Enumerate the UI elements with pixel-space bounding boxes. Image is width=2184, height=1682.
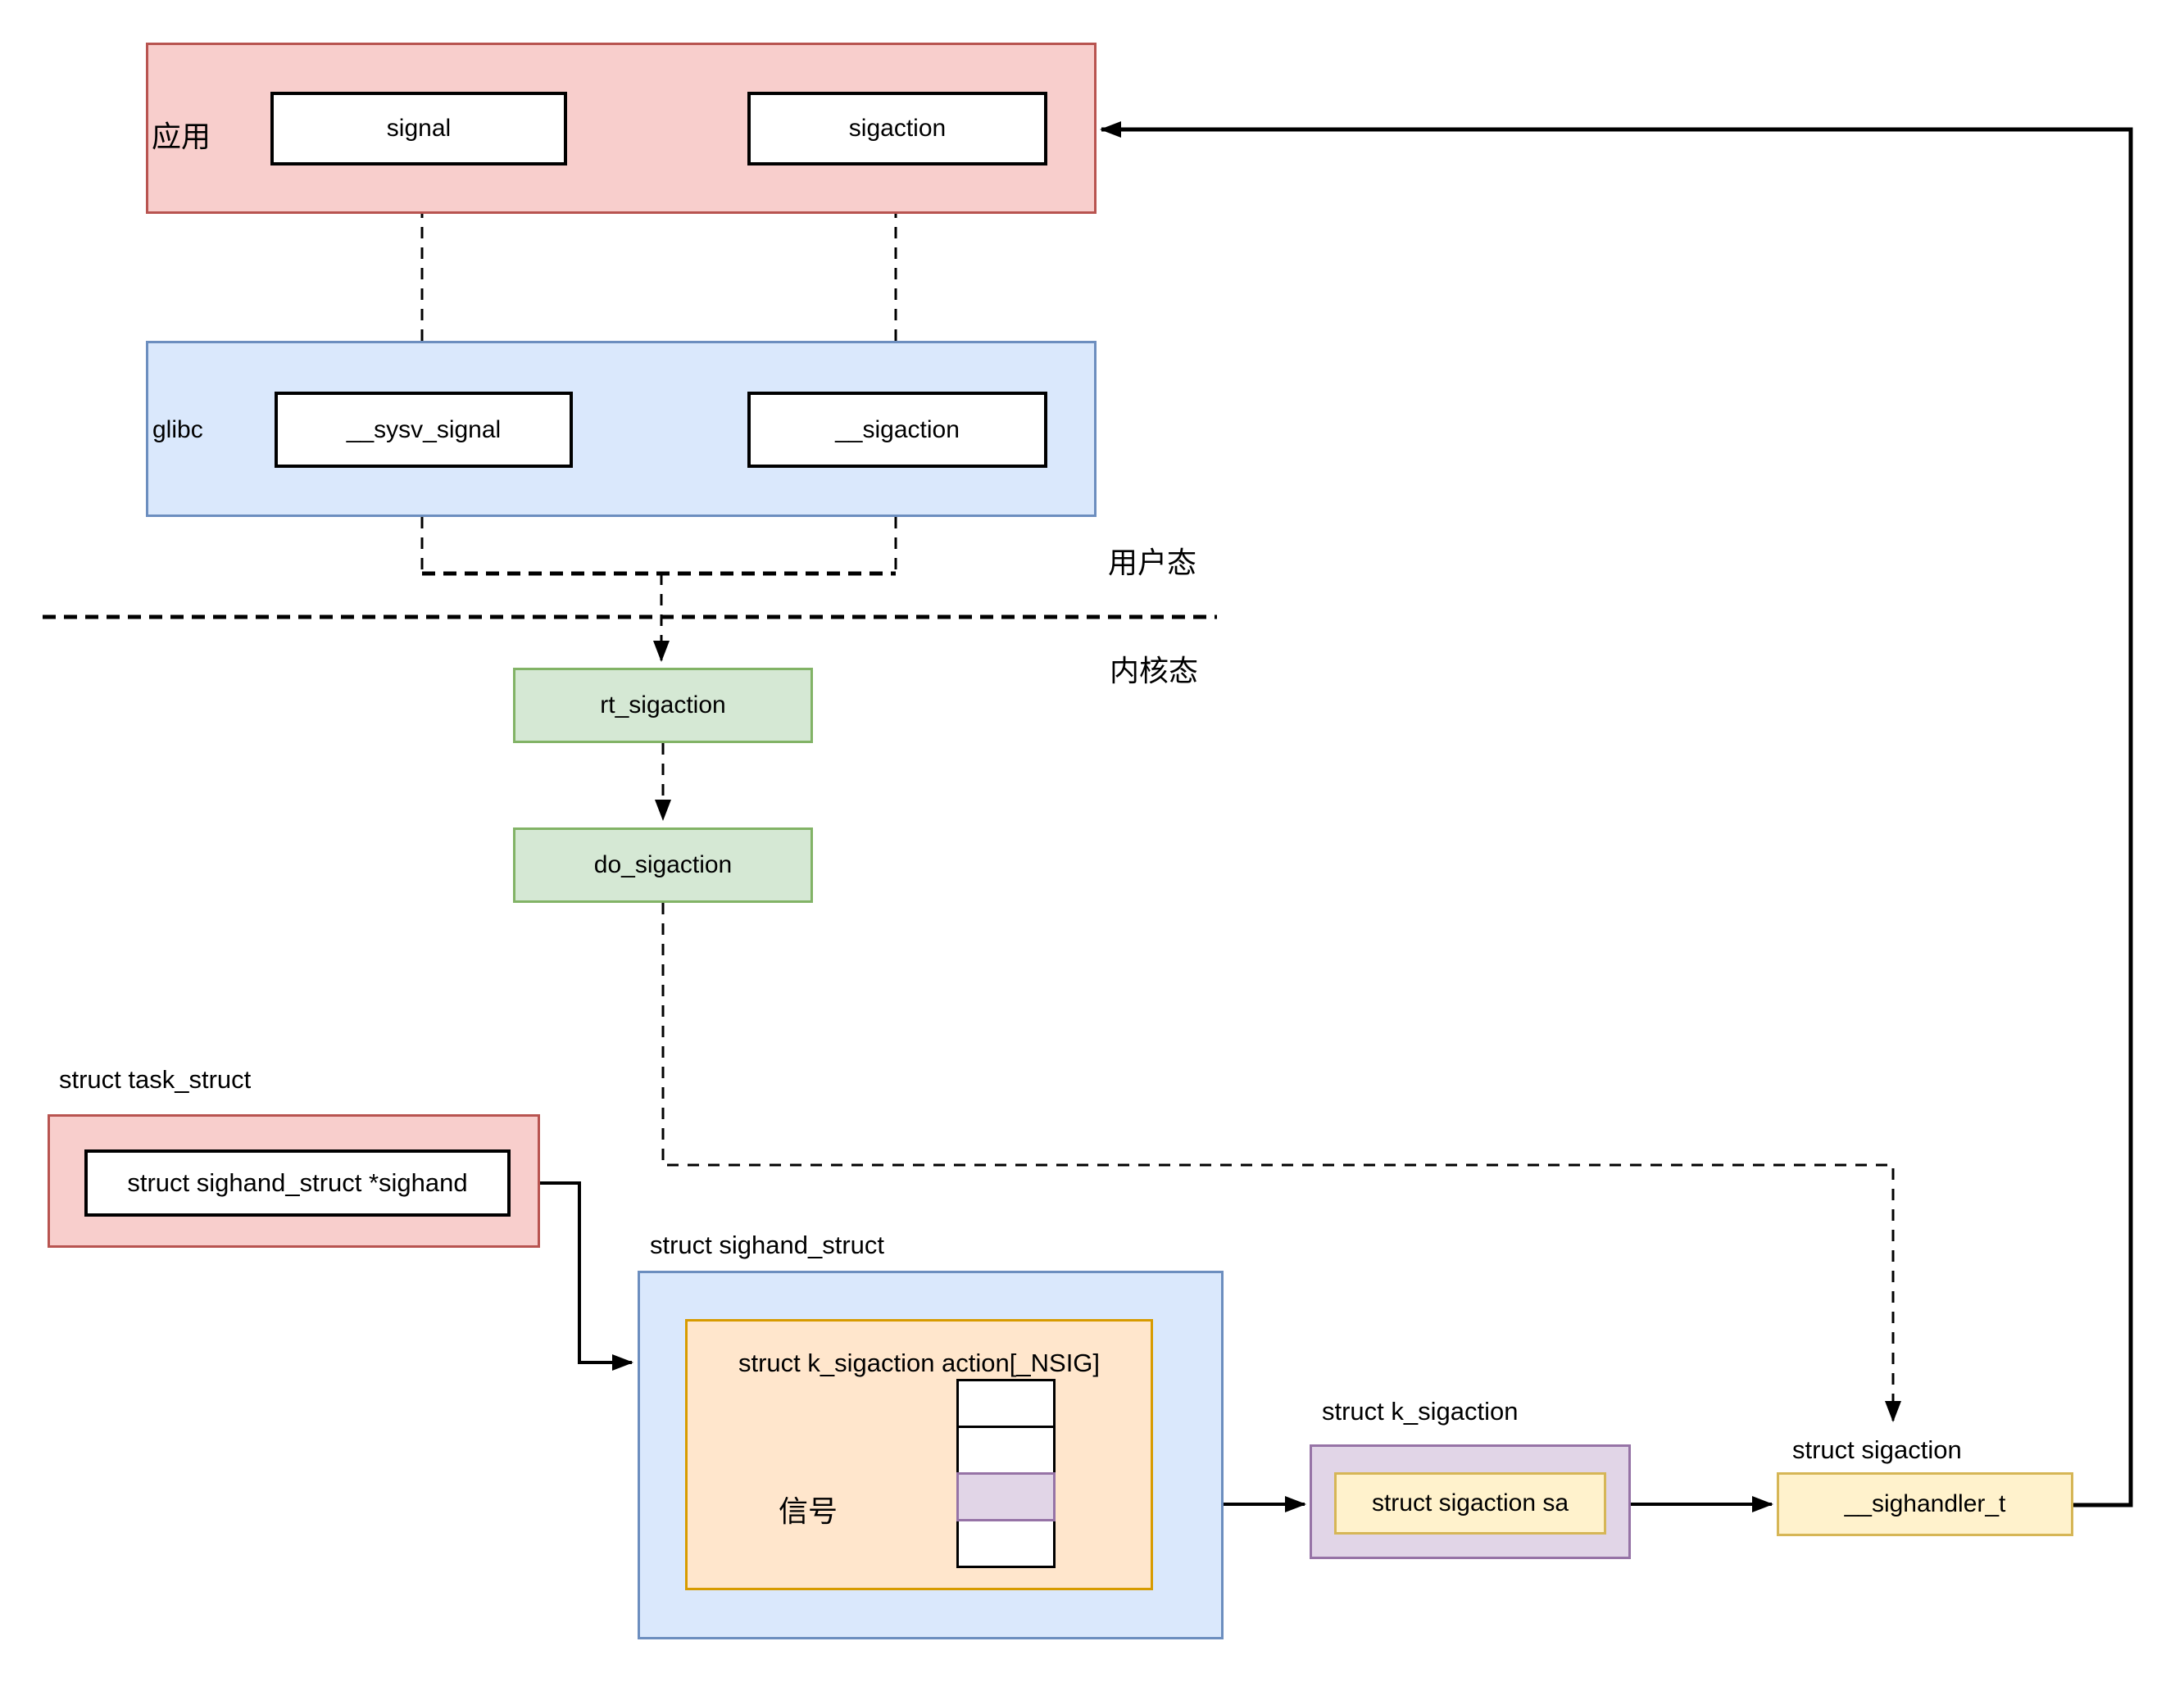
array-cell: [956, 1426, 1056, 1475]
action-array-box: struct k_sigaction action[_NSIG]: [685, 1319, 1153, 1590]
app-label: 应用: [152, 120, 211, 154]
k-sigaction-label: struct k_sigaction: [1322, 1397, 1519, 1426]
kernel-mode-label: 内核态: [1110, 655, 1199, 688]
array-cell-highlighted: [956, 1472, 1056, 1521]
sigaction-array: [956, 1379, 1056, 1568]
sigaction-sa-box: struct sigaction sa: [1334, 1472, 1606, 1535]
signal-box: signal: [270, 92, 567, 165]
task-struct-label: struct task_struct: [59, 1065, 252, 1094]
rt-sigaction-box: rt_sigaction: [513, 668, 813, 743]
glibc-label: glibc: [152, 416, 203, 443]
sigaction-box: sigaction: [747, 92, 1047, 165]
array-cell: [956, 1519, 1056, 1568]
sigaction-struct-label: struct sigaction: [1792, 1435, 1962, 1464]
user-mode-label: 用户态: [1108, 546, 1197, 580]
action-array-label: struct k_sigaction action[_NSIG]: [738, 1349, 1101, 1377]
sighand-pointer-box: struct sighand_struct *sighand: [84, 1149, 511, 1217]
array-cell: [956, 1379, 1056, 1428]
sighandler-box: __sighandler_t: [1777, 1472, 2073, 1536]
glibc-sigaction-box: __sigaction: [747, 392, 1047, 468]
edge-sighandler-feedback: [1100, 121, 2133, 1507]
sysv-signal-box: __sysv_signal: [275, 392, 573, 468]
do-sigaction-box: do_sigaction: [513, 827, 813, 903]
sighand-struct-label: struct sighand_struct: [650, 1231, 885, 1259]
signal-index-label: 信号: [779, 1495, 838, 1529]
